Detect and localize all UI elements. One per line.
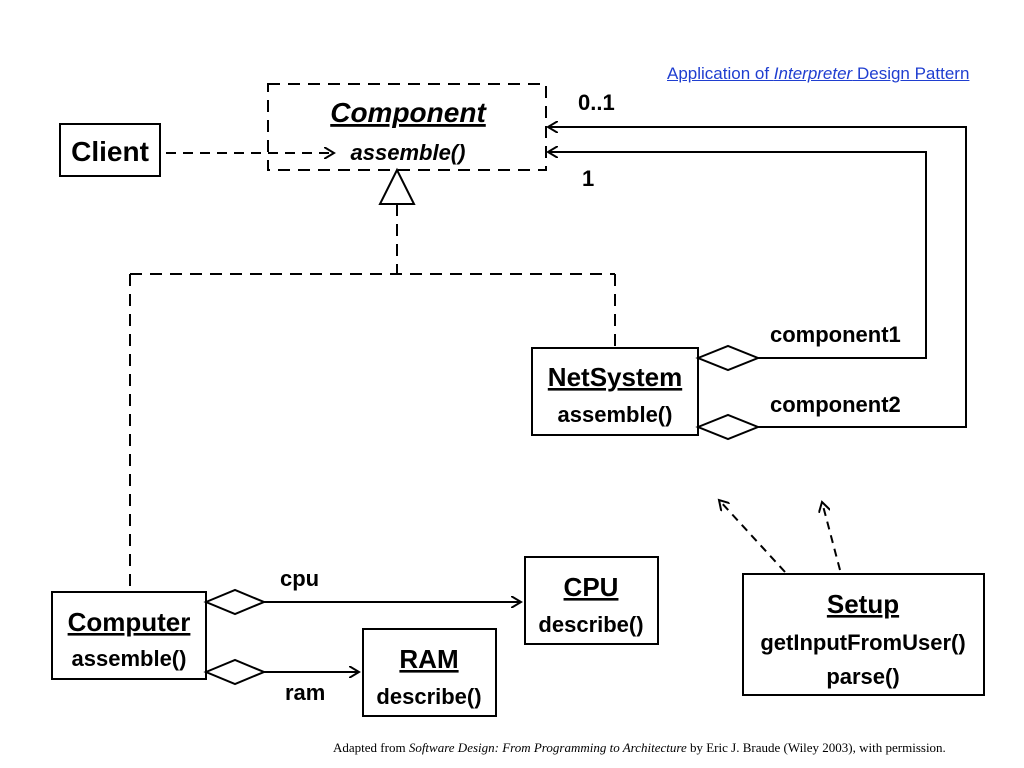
- computer-method: assemble(): [72, 646, 187, 671]
- attribution-caption: Adapted from Software Design: From Progr…: [333, 740, 946, 756]
- header-link[interactable]: Application of Interpreter Design Patter…: [667, 64, 969, 84]
- component1-diamond-icon: [695, 344, 761, 372]
- setup-title: Setup: [827, 589, 899, 619]
- cpu-role-label: cpu: [280, 566, 319, 591]
- cpu-title: CPU: [564, 572, 619, 602]
- caption-suffix: by Eric J. Braude (Wiley 2003), with per…: [686, 740, 946, 755]
- realization-triangle-icon: [378, 167, 416, 205]
- header-link-emphasis: Interpreter: [773, 64, 853, 83]
- component1-label: component1: [770, 322, 901, 347]
- multiplicity-bottom: 1: [582, 166, 594, 191]
- cpu-diamond-icon: [203, 588, 267, 616]
- component2-association: [548, 127, 967, 428]
- component-title: Component: [330, 97, 487, 128]
- setup-dependency-arrow-left: [719, 500, 786, 573]
- ram-box: [362, 628, 497, 717]
- netsystem-method: assemble(): [558, 402, 673, 427]
- computer-box: [51, 591, 207, 680]
- cpu-method: describe(): [538, 612, 643, 637]
- setup-method-get-input: getInputFromUser(): [760, 630, 965, 655]
- cpu-box: [524, 556, 659, 645]
- ram-method: describe(): [376, 684, 481, 709]
- multiplicity-top: 0..1: [578, 90, 615, 115]
- caption-book-title: Software Design: From Programming to Arc…: [408, 740, 687, 755]
- ram-title: RAM: [399, 644, 458, 674]
- ram-diamond-icon: [203, 658, 267, 686]
- component1-association: [548, 152, 927, 359]
- component-box: [267, 83, 547, 171]
- netsystem-box: [531, 347, 699, 436]
- header-link-prefix: Application of: [667, 64, 774, 83]
- caption-prefix: Adapted from: [333, 740, 409, 755]
- component-method: assemble(): [351, 140, 466, 165]
- component2-label: component2: [770, 392, 901, 417]
- component2-diamond-icon: [695, 413, 761, 441]
- setup-dependency-arrow-right: [822, 502, 841, 571]
- setup-box: [742, 573, 985, 696]
- netsystem-title: NetSystem: [548, 362, 682, 392]
- header-link-suffix: Design Pattern: [852, 64, 970, 83]
- setup-method-parse: parse(): [826, 664, 899, 689]
- computer-title: Computer: [68, 607, 191, 637]
- client-title: Client: [71, 136, 149, 167]
- client-box: [59, 123, 161, 177]
- ram-role-label: ram: [285, 680, 325, 705]
